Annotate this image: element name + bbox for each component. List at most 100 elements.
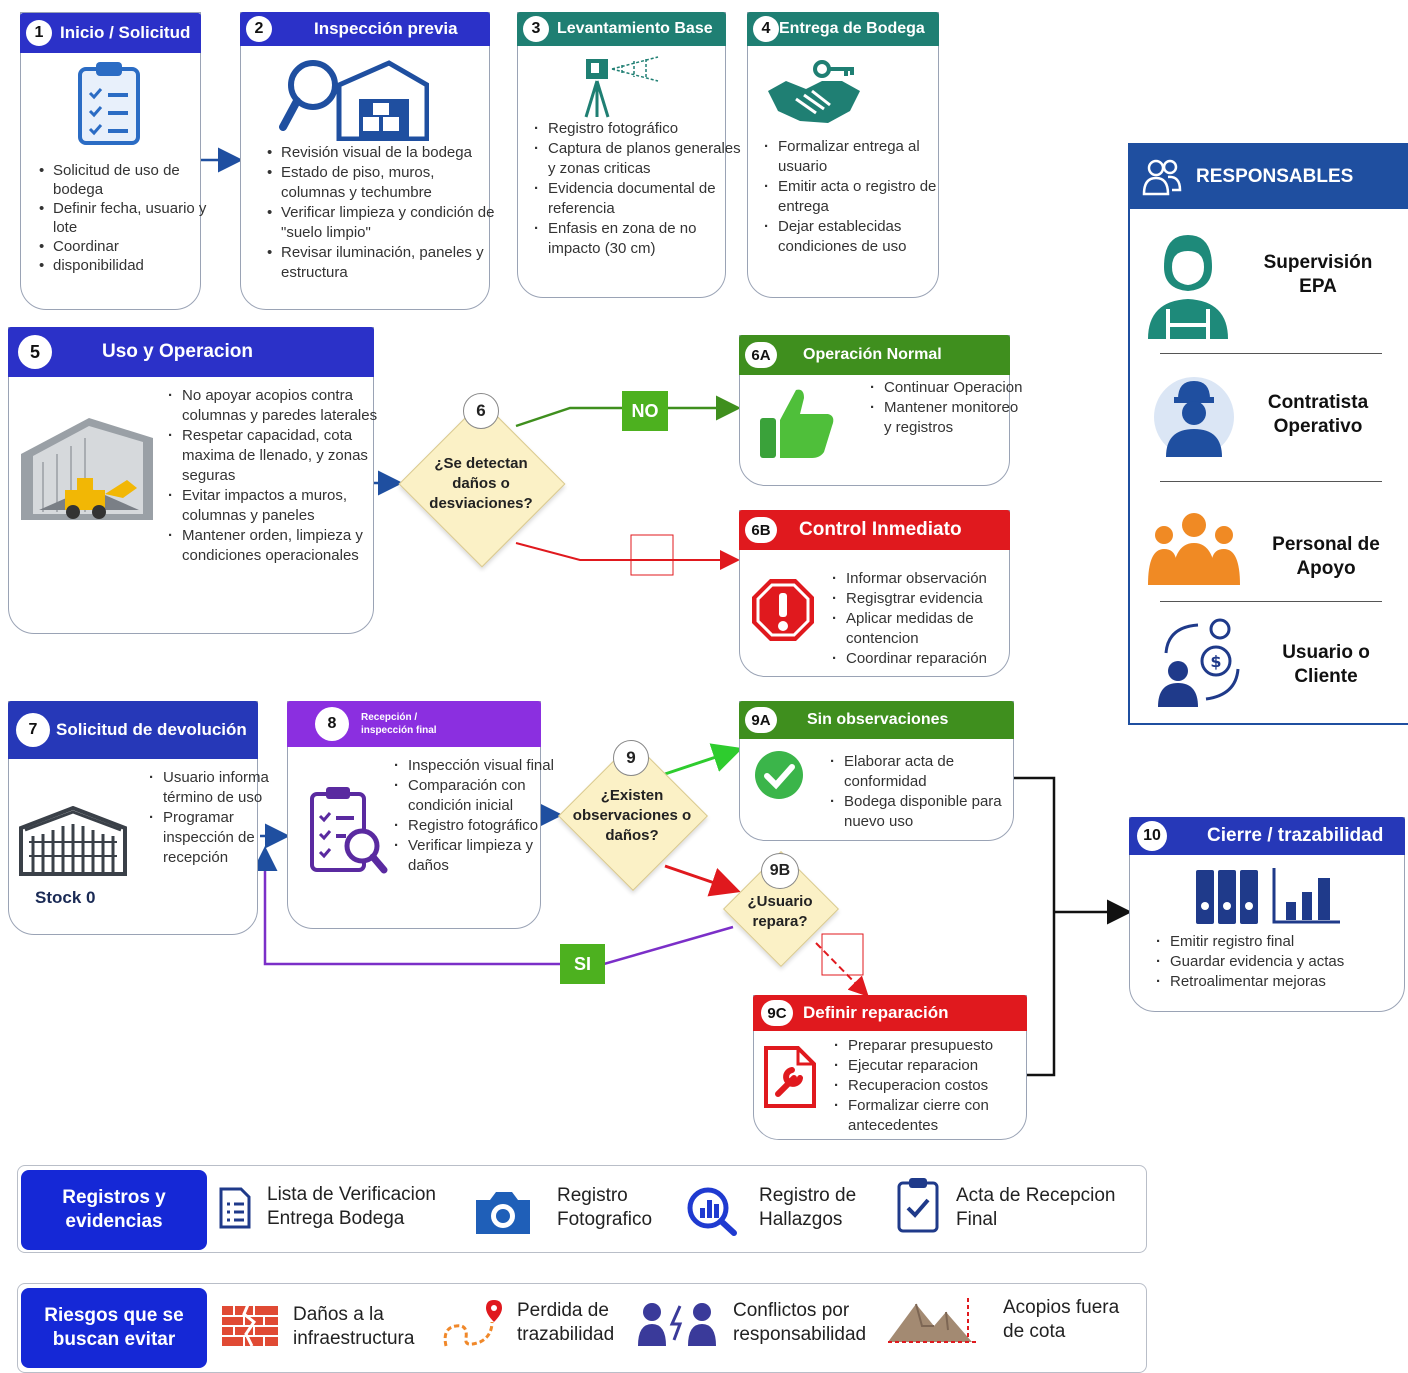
step-1-header: 1 Inicio / Solicitud xyxy=(20,13,201,53)
no-label: NO xyxy=(622,391,668,431)
list-item: Mantener orden, limpieza y condiciones o… xyxy=(168,526,387,566)
step-5-card: 5 Uso y Operacion No apoyar acopios cont… xyxy=(8,327,377,634)
riesgos-item-trazabilidad: Perdida de trazabilidad xyxy=(517,1300,615,1345)
magnifier-chart-icon xyxy=(687,1187,737,1236)
list-item: Revisión visual de la bodega xyxy=(267,143,501,163)
step-10-list: Emitir registro final Guardar evidencia … xyxy=(1154,932,1408,992)
step-title: Solicitud de devolución xyxy=(56,720,247,739)
step-2-card: 2 Inspección previa Revisión visual de l… xyxy=(240,12,494,310)
supervisor-icon xyxy=(1148,235,1228,339)
step-1-list: Solicitud de uso de bodega Definir fecha… xyxy=(37,161,218,275)
arrow-6-6a xyxy=(515,395,741,428)
stockpile-icon xyxy=(888,1298,976,1343)
list-item: Bodega disponible para nuevo uso xyxy=(830,792,1029,832)
divider xyxy=(1160,601,1382,602)
list-item: Comparación con condición inicial xyxy=(394,776,556,816)
step-title-line1: Recepción / xyxy=(361,712,418,723)
decision-9b-text: ¿Usuario repara? xyxy=(747,893,813,930)
list-item: Emitir registro final xyxy=(1156,932,1408,952)
registros-item-lista: Lista de Verificacion Entrega Bodega xyxy=(267,1184,436,1229)
step-title: Definir reparación xyxy=(803,1003,949,1022)
list-item: Recuperacion costos xyxy=(834,1076,1042,1096)
responsables-panel: RESPONSABLES Supervisión EPA Contratista… xyxy=(1128,143,1408,725)
step-4-card: 4 Entrega de Bodega Formalizar entrega a… xyxy=(747,12,939,298)
step-title: Recepción / inspección final xyxy=(361,711,437,737)
handshake-key-icon xyxy=(768,60,860,123)
list-item: Enfasis en zona de no impacto (30 cm) xyxy=(534,219,743,259)
crossed-box-6b xyxy=(630,534,674,576)
list-item: Retroalimentar mejoras xyxy=(1156,972,1408,992)
step-2-list: Revisión visual de la bodega Estado de p… xyxy=(265,143,501,283)
step-5-list: No apoyar acopios contra columnas y pare… xyxy=(166,386,387,566)
step-7-card: 7 Solicitud de devolución Stock 0 Usuari… xyxy=(8,701,269,935)
svg-text:$: $ xyxy=(1210,652,1221,671)
step-title: Uso y Operacion xyxy=(102,341,253,362)
list-item: Informar observación xyxy=(832,569,1024,589)
step-3-card: 3 Levantamiento Base Registro fotográfic… xyxy=(517,12,741,298)
repair-document-icon xyxy=(764,1046,816,1108)
list-item: Continuar Operacion xyxy=(870,378,1024,398)
step-10-card: 10 Cierre / trazabilidad Emitir registro… xyxy=(1129,817,1405,1012)
arrow-6-6b xyxy=(515,542,740,570)
step-number: 5 xyxy=(18,335,52,369)
step-8-list: Inspección visual final Comparación con … xyxy=(392,756,556,876)
checklist-doc-icon xyxy=(219,1187,251,1229)
step-9a-card: 9A Sin observaciones Elaborar acta de co… xyxy=(739,701,1014,841)
step-number: 3 xyxy=(523,16,549,42)
empty-warehouse-icon xyxy=(19,806,127,876)
step-number: 1 xyxy=(26,20,52,46)
step-title: Inicio / Solicitud xyxy=(60,23,191,42)
step-title: Inspección previa xyxy=(314,19,458,38)
route-pin-icon xyxy=(443,1300,502,1347)
riesgos-item-acopios: Acopios fuera de cota xyxy=(1003,1297,1120,1342)
step-1-card: 1 Inicio / Solicitud Solicitud de uso de… xyxy=(20,12,206,310)
step-title: Entrega de Bodega xyxy=(779,20,925,37)
step-number: 9A xyxy=(745,707,777,733)
registros-item-hallazgos: Registro de Hallazgos xyxy=(759,1185,857,1230)
list-item: Inspección visual final xyxy=(394,756,556,776)
step-number: 8 xyxy=(315,707,349,741)
arrow-9b-9c xyxy=(815,942,869,997)
people-conflict-icon xyxy=(638,1303,716,1346)
list-item: Coordinar reparación xyxy=(832,649,1024,669)
list-item: Verificar limpieza y daños xyxy=(394,836,556,876)
list-item: Emitir acta o registro de entrega xyxy=(764,177,953,217)
broken-wall-icon xyxy=(222,1299,278,1347)
stock-label: Stock 0 xyxy=(35,888,96,907)
step-title: Cierre / trazabilidad xyxy=(1207,825,1384,846)
riesgos-item-conflictos: Conflictos por responsabilidad xyxy=(733,1300,867,1345)
step-number: 2 xyxy=(246,16,272,42)
step-9c-header: 9C Definir reparación xyxy=(753,995,1027,1031)
step-8-header: 8 Recepción / inspección final xyxy=(287,701,541,747)
step-title: Sin observaciones xyxy=(807,711,949,728)
contractor-icon xyxy=(1154,377,1234,457)
responsables-title: RESPONSABLES xyxy=(1196,166,1354,187)
step-2-header: 2 Inspección previa xyxy=(240,12,490,46)
binders-chart-icon xyxy=(1196,868,1340,924)
camera-icon xyxy=(476,1192,530,1234)
list-item: Evidencia documental de referencia xyxy=(534,179,743,219)
step-10-header: 10 Cierre / trazabilidad xyxy=(1129,817,1405,855)
list-item: Aplicar medidas de contencion xyxy=(832,609,1024,649)
step-7-header: 7 Solicitud de devolución xyxy=(8,701,258,759)
step-number: 9C xyxy=(761,1000,793,1026)
step-9a-header: 9A Sin observaciones xyxy=(739,701,1014,739)
list-item: disponibilidad xyxy=(39,256,218,275)
step-7-list: Usuario informa término de uso Programar… xyxy=(147,768,275,868)
list-item: No apoyar acopios contra columnas y pare… xyxy=(168,386,387,426)
list-item: Definir fecha, usuario y lote xyxy=(39,199,218,237)
client-exchange-icon: $ xyxy=(1158,618,1240,707)
role-contratista-operativo: Contratista Operativo xyxy=(1267,392,1369,437)
list-item: Verificar limpieza y condición de "suelo… xyxy=(267,203,501,243)
list-item: Estado de piso, muros, columnas y techum… xyxy=(267,163,501,203)
registros-item-foto: Registro Fotografico xyxy=(557,1185,653,1230)
step-6a-card: 6A Operación Normal Continuar Operacion … xyxy=(739,335,1022,486)
list-item: Regisgtrar evidencia xyxy=(832,589,1024,609)
list-item: Ejecutar reparacion xyxy=(834,1056,1042,1076)
step-6a-list: Continuar Operacion Mantener monitoreo y… xyxy=(868,378,1024,438)
list-item: Programar inspección de recepción xyxy=(149,808,275,868)
step-number: 6B xyxy=(745,517,777,543)
list-item: Captura de planos generales y zonas crit… xyxy=(534,139,743,179)
step-5-header: 5 Uso y Operacion xyxy=(8,327,374,377)
arrow-9-9b xyxy=(664,864,741,897)
